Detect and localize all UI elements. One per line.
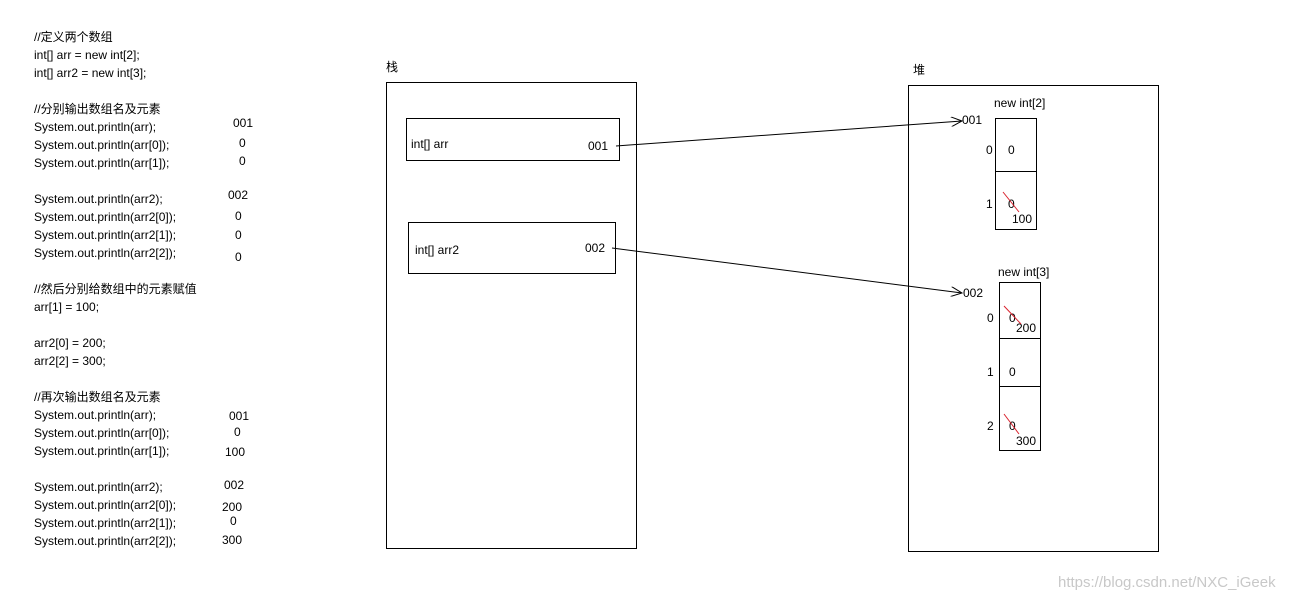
output-value: 0 — [235, 250, 242, 264]
reference-arrow-arr2 — [611, 247, 962, 293]
code-line: System.out.println(arr2[1]); — [34, 516, 177, 530]
code-line: System.out.println(arr[0]); — [34, 138, 170, 152]
array-old-value: 0 — [1008, 197, 1015, 211]
heap-array-label: new int[2] — [994, 96, 1046, 110]
output-value: 0 — [239, 136, 246, 150]
code-line: arr2[0] = 200; — [34, 336, 106, 350]
code-line: System.out.println(arr2); — [34, 192, 163, 206]
stack-var-address: 001 — [588, 139, 609, 153]
array-index: 2 — [987, 419, 994, 433]
code-line: //然后分别给数组中的元素赋值 — [34, 282, 197, 296]
output-value: 0 — [230, 514, 237, 528]
code-line: System.out.println(arr[1]); — [34, 444, 170, 458]
stack-var-name: int[] arr — [411, 137, 449, 151]
heap-array-address: 002 — [963, 286, 984, 300]
code-line: int[] arr2 = new int[3]; — [34, 66, 147, 80]
output-value: 0 — [235, 209, 242, 223]
code-line: System.out.println(arr2[2]); — [34, 246, 177, 260]
code-line: System.out.println(arr2[0]); — [34, 498, 177, 512]
array-old-value: 0 — [1009, 311, 1016, 325]
code-line: System.out.println(arr2[2]); — [34, 534, 177, 548]
stack-var-arr: int[] arr 001 — [406, 118, 620, 161]
output-value: 0 — [239, 154, 246, 168]
code-line: System.out.println(arr2); — [34, 480, 163, 494]
watermark: https://blog.csdn.net/NXC_iGeek — [1058, 574, 1276, 591]
array-index: 0 — [986, 143, 993, 157]
array-value: 0 — [1009, 365, 1016, 379]
code-line: System.out.println(arr2[1]); — [34, 228, 177, 242]
cell-divider — [999, 386, 1041, 387]
strike-mark — [1003, 305, 1022, 325]
stack-var-address: 002 — [585, 241, 606, 255]
array-old-value: 0 — [1009, 419, 1016, 433]
output-value: 0 — [235, 228, 242, 242]
output-value: 200 — [222, 500, 243, 514]
output-value: 100 — [225, 445, 246, 459]
heap-array-address: 001 — [962, 113, 983, 127]
strike-mark — [1002, 191, 1020, 213]
code-line: int[] arr = new int[2]; — [34, 48, 140, 62]
code-line: //分别输出数组名及元素 — [34, 102, 161, 116]
array-index: 0 — [987, 311, 994, 325]
code-line: arr2[2] = 300; — [34, 354, 106, 368]
code-line: //定义两个数组 — [34, 30, 113, 44]
output-value: 002 — [228, 188, 249, 202]
array-value: 0 — [1008, 143, 1015, 157]
output-value: 0 — [234, 425, 241, 439]
cell-divider — [999, 338, 1041, 339]
code-line: System.out.println(arr2[0]); — [34, 210, 177, 224]
array-index: 1 — [986, 197, 993, 211]
code-line: System.out.println(arr[1]); — [34, 156, 170, 170]
array-index: 1 — [987, 365, 994, 379]
cell-divider — [995, 171, 1037, 172]
code-line: System.out.println(arr); — [34, 408, 157, 422]
code-line: System.out.println(arr[0]); — [34, 426, 170, 440]
stack-var-name: int[] arr2 — [415, 243, 460, 257]
reference-arrow-arr — [615, 121, 962, 147]
stack-var-arr2: int[] arr2 002 — [408, 222, 616, 274]
strike-mark — [1003, 413, 1020, 435]
stack-title: 栈 — [386, 60, 399, 74]
output-value: 001 — [229, 409, 250, 423]
code-line: arr[1] = 100; — [34, 300, 100, 314]
heap-title: 堆 — [913, 63, 926, 77]
output-value: 300 — [222, 533, 243, 547]
output-value: 002 — [224, 478, 245, 492]
array-new-value: 100 — [1012, 212, 1033, 226]
array-new-value: 200 — [1016, 321, 1037, 335]
heap-array-label: new int[3] — [998, 265, 1050, 279]
heap-array-int2 — [995, 118, 1037, 230]
heap-array-int3 — [999, 282, 1041, 451]
code-line: //再次输出数组名及元素 — [34, 390, 161, 404]
code-line: System.out.println(arr); — [34, 120, 157, 134]
array-new-value: 300 — [1016, 434, 1037, 448]
output-value: 001 — [233, 116, 254, 130]
